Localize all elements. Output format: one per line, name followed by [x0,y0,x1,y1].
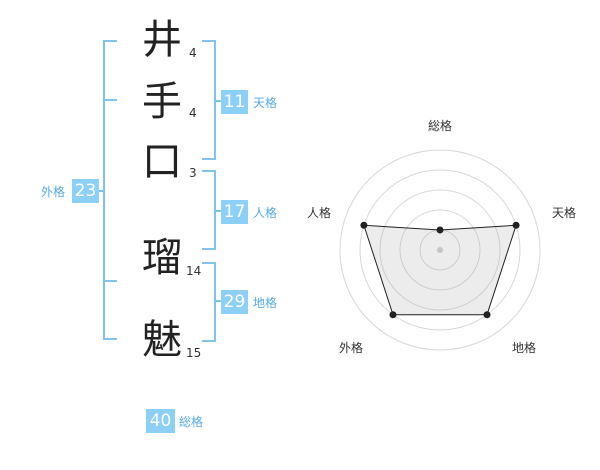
gaikaku-badge: 23 [72,179,99,203]
soukaku-label: 総格 [179,415,204,429]
radar-series-polygon [363,224,517,316]
radar-axis-label-3: 地格 [512,340,536,355]
radar-axis-label-5: 人格 [307,205,331,220]
radar-point-4 [389,311,397,319]
radar-grid-ring-5 [339,149,541,351]
name-char-3: 口 [142,139,182,185]
radar-point-1 [436,226,444,234]
radar-center-dot [437,247,443,253]
stroke-count-4: 14 [186,264,202,278]
jinkaku-label: 人格 [253,206,278,220]
radar-grid-ring-2 [399,209,481,291]
radar-axis-label-4: 外格 [339,340,363,355]
stroke-count-1: 4 [189,46,197,60]
name-char-2: 手 [142,79,182,125]
tenkaku-label: 天格 [253,96,278,110]
soukaku-badge: 40 [146,409,175,433]
gaikaku-label: 外格 [41,185,66,199]
chikaku-badge: 29 [221,290,248,314]
radar-point-3 [483,311,491,319]
tenkaku-badge: 11 [221,90,248,114]
jinkaku-badge: 17 [221,200,248,224]
stroke-count-2: 4 [189,106,197,120]
name-char-1: 井 [142,17,182,63]
radar-point-5 [360,221,368,229]
stroke-count-5: 15 [186,346,202,360]
name-char-4: 瑠 [142,235,182,281]
chikaku-label: 地格 [253,296,278,310]
stroke-count-3: 3 [189,166,197,180]
radar-grid-ring-4 [359,169,521,331]
name-char-5: 魅 [142,317,182,363]
radar-grid-ring-3 [379,189,501,311]
radar-axis-label-2: 天格 [552,205,576,220]
radar-point-2 [512,221,520,229]
radar-axis-label-1: 総格 [428,118,452,133]
